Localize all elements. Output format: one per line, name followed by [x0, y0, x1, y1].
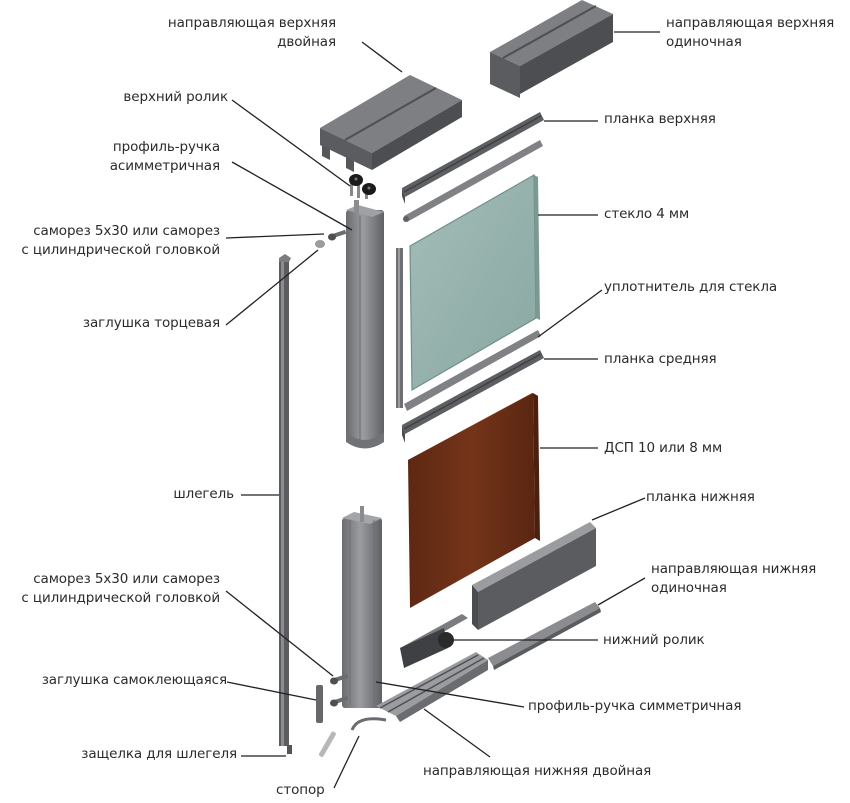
label-screw-bottom: саморез 5х30 или саморез с цилиндрическо…: [21, 570, 220, 608]
label-top-bar: планка верхняя: [604, 111, 716, 127]
label-handle-asymmetric: профиль-ручка асимметричная: [110, 138, 220, 176]
leader-lines: [225, 31, 660, 789]
label-schlegel: шлегель: [173, 486, 234, 502]
screw-top: [328, 229, 347, 241]
end-cap: [315, 240, 325, 248]
label-bottom-track-double: направляющая нижняя двойная: [423, 763, 652, 779]
glass-panel: [409, 173, 540, 392]
label-line: с цилиндрической головкой: [21, 242, 220, 258]
schlegel-latch: [287, 745, 292, 754]
label-bottom-bar: планка нижняя: [646, 489, 755, 505]
top-bar: [402, 112, 544, 204]
label-top-track-single: направляющая верхняя одиночная: [666, 14, 834, 52]
handle-profile-symmetric: [342, 506, 382, 708]
label-line: одиночная: [651, 580, 727, 596]
label-line: направляющая верхняя: [167, 15, 336, 31]
stopper: [319, 717, 387, 757]
label-line: двойная: [277, 34, 336, 50]
bottom-bar: [472, 522, 596, 630]
middle-bar: [402, 350, 544, 443]
self-adhesive-cap: [316, 685, 323, 723]
label-end-cap: заглушка торцевая: [82, 315, 220, 331]
bottom-roller: [400, 614, 468, 668]
label-line: профиль-ручка: [112, 139, 220, 155]
label-handle-symmetric: профиль-ручка симметричная: [528, 698, 742, 714]
label-line: с цилиндрической головкой: [21, 590, 220, 606]
label-chipboard: ДСП 10 или 8 мм: [604, 440, 723, 456]
label-stopper: стопор: [276, 782, 325, 798]
top-roller: [349, 174, 376, 199]
label-bottom-track-single: направляющая нижняя одиночная: [651, 560, 816, 598]
schlegel: [279, 254, 291, 746]
glass-seal-top: [403, 140, 543, 222]
top-track-double: [320, 75, 462, 172]
label-line: направляющая нижняя: [651, 561, 817, 577]
label-top-track-double: направляющая верхняя двойная: [168, 14, 336, 52]
chipboard-panel: [408, 393, 540, 608]
label-middle-bar: планка средняя: [604, 351, 717, 367]
handle-profile-asymmetric: [346, 200, 384, 449]
screw-bottom: [330, 673, 349, 707]
label-line: саморез 5х30 или саморез: [33, 223, 220, 239]
label-screw-top: саморез 5х30 или саморез с цилиндрическо…: [21, 222, 220, 260]
label-bottom-roller: нижний ролик: [603, 632, 705, 648]
label-line: асимметричная: [109, 158, 220, 174]
label-line: одиночная: [666, 34, 742, 50]
label-glass-seal: уплотнитель для стекла: [604, 279, 778, 295]
label-line: направляющая верхняя: [666, 15, 835, 31]
top-track-single: [490, 0, 613, 98]
glass-seal-bottom: [404, 330, 541, 411]
bottom-track-single: [488, 602, 601, 670]
label-line: саморез 5х30 или саморез: [33, 571, 220, 587]
label-top-roller: верхний ролик: [123, 89, 228, 105]
label-glass: стекло 4 мм: [604, 206, 690, 222]
label-self-adhesive-cap: заглушка самоклеющаяся: [41, 672, 227, 688]
glass-seal-side: [396, 248, 403, 408]
label-schlegel-latch: защелка для шлегеля: [81, 746, 237, 762]
bottom-track-double: [376, 652, 488, 722]
